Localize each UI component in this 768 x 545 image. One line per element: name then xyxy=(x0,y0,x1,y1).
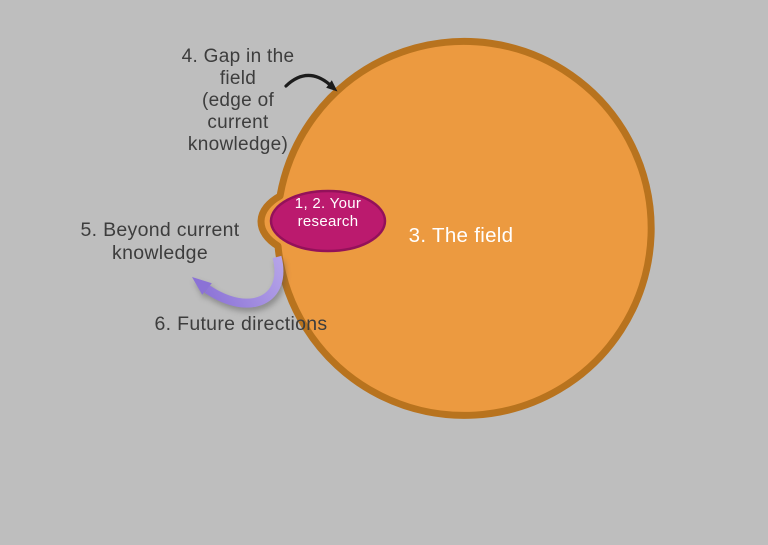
the-field-label: 3. The field xyxy=(408,224,514,247)
future-arrow-head xyxy=(192,277,212,295)
gap-arrow-shaft xyxy=(284,73,331,88)
future-arrow-shaft xyxy=(204,255,284,308)
gap-arrow-icon xyxy=(284,73,338,92)
gap-in-field-label: 4. Gap in the field (edge of current kno… xyxy=(181,46,295,155)
future-arrow-icon xyxy=(192,255,284,308)
future-directions-label: 6. Future directions xyxy=(154,313,328,335)
beyond-current-knowledge-label: 5. Beyond current knowledge xyxy=(80,219,240,264)
gap-arrow-head xyxy=(326,80,338,92)
your-research-label: 1, 2. Your research xyxy=(294,195,362,230)
research-ellipse xyxy=(269,189,387,253)
